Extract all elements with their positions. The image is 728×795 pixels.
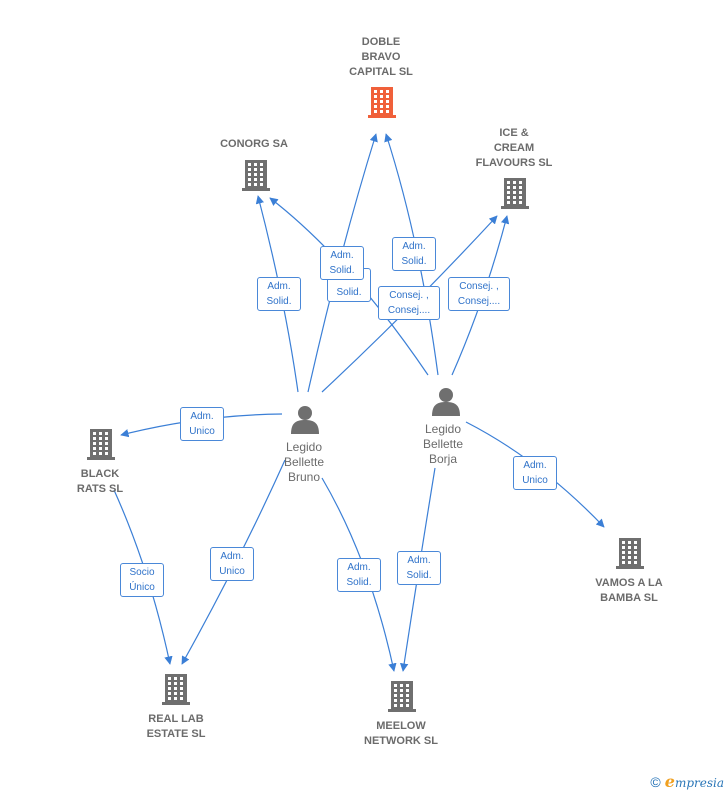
node-label-vamos-bamba[interactable]: VAMOS A LA BAMBA SL	[595, 577, 663, 604]
building-icon-doble-bravo[interactable]	[368, 87, 396, 118]
node-label-ice-cream[interactable]: ICE & CREAM FLAVOURS SL	[475, 127, 553, 169]
building-icon-conorg[interactable]	[242, 160, 270, 191]
edge-label-consej-ice-2[interactable]: Consej. , Consej....	[448, 277, 510, 311]
node-label-meelow[interactable]: MEELOW NETWORK SL	[364, 720, 438, 747]
edge-label-bruno-meelow[interactable]: Adm. Solid.	[337, 558, 381, 592]
edge-label-bruno-conorg[interactable]: Adm. Solid.	[257, 277, 301, 311]
brand-logo-text: mpresia	[674, 776, 724, 790]
edge-label-bruno-doble[interactable]: Adm. Solid.	[320, 246, 364, 280]
edge-label-borja-vamos[interactable]: Adm. Unico	[513, 456, 557, 490]
edge-label-black-real[interactable]: Socio Único	[120, 563, 164, 597]
edge-label-bruno-black[interactable]: Adm. Unico	[180, 407, 224, 441]
icons-layer	[87, 87, 644, 712]
node-label-real-lab[interactable]: REAL LAB ESTATE SL	[146, 713, 206, 740]
person-icon-legido-borja[interactable]	[432, 388, 460, 416]
edge-label-borja-meelow[interactable]: Adm. Solid.	[397, 551, 441, 585]
person-icon-legido-bruno[interactable]	[291, 406, 319, 434]
building-icon-real-lab[interactable]	[162, 674, 190, 705]
brand-logo-e: e	[664, 772, 675, 791]
edge-label-borja-doble[interactable]: Adm. Solid.	[392, 237, 436, 271]
copyright-symbol: ©	[650, 774, 661, 790]
edge-label-consej-ice-1[interactable]: Consej. , Consej....	[378, 286, 440, 320]
building-icon-meelow[interactable]	[388, 681, 416, 712]
edge-label-bruno-real[interactable]: Adm. Unico	[210, 547, 254, 581]
node-label-legido-bruno[interactable]: Legido Bellette Bruno	[283, 440, 325, 484]
node-label-black-rats[interactable]: BLACK RATS SL	[76, 468, 124, 495]
building-icon-black-rats[interactable]	[87, 429, 115, 460]
node-label-doble-bravo[interactable]: DOBLE BRAVO CAPITAL SL	[349, 36, 413, 78]
footer-brand[interactable]: ©empresia	[650, 772, 724, 791]
node-label-legido-borja[interactable]: Legido Bellette Borja	[422, 422, 464, 466]
node-label-conorg[interactable]: CONORG SA	[220, 138, 288, 150]
building-icon-vamos-bamba[interactable]	[616, 538, 644, 569]
building-icon-ice-cream[interactable]	[501, 178, 529, 209]
